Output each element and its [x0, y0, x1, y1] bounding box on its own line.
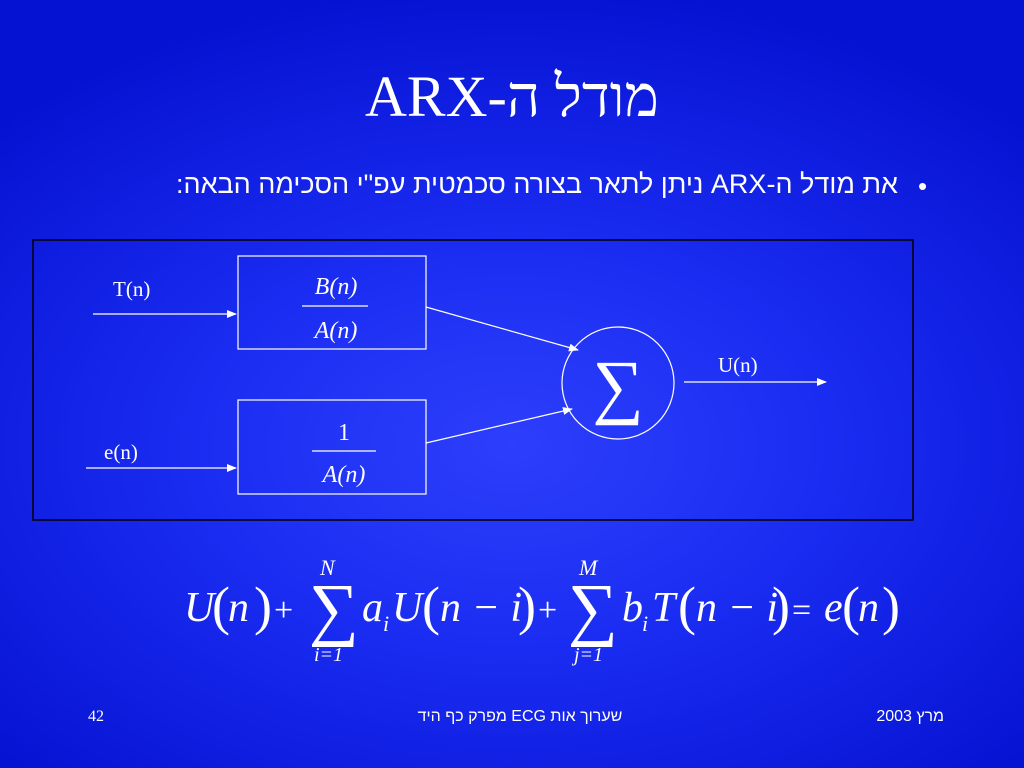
eq-arg-1: n − i	[440, 585, 522, 631]
eq-coef-a-sub: i	[383, 611, 389, 636]
eq-sum-1: ∑	[309, 571, 359, 648]
input-label-t: T(n)	[113, 277, 150, 301]
eq-paren-close-4: )	[882, 576, 900, 636]
eq-sum1-lower: i=1	[314, 644, 343, 666]
footer-date: מרץ 2003	[876, 708, 944, 725]
eq-paren-open-2: (	[422, 576, 440, 636]
eq-paren-close-2: )	[518, 576, 536, 636]
transfer-block-2	[237, 399, 427, 495]
eq-e: e	[824, 585, 843, 631]
bullet-symbol: •	[918, 171, 928, 201]
block2-numerator: 1	[338, 420, 350, 446]
slide-title: מודל ה-ARX	[365, 64, 659, 129]
eq-u: U	[184, 585, 217, 631]
eq-equals: =	[792, 592, 811, 629]
transfer-block-1	[237, 255, 427, 350]
bullet-text: את מודל ה-ARX ניתן לתאר בצורה סכמטית עפ"…	[175, 169, 898, 199]
eq-paren-open-1: (	[212, 576, 230, 636]
eq-sum2-upper: M	[578, 555, 599, 580]
eq-coef-a: a	[362, 585, 383, 631]
eq-coef-b: b	[622, 585, 643, 631]
eq-sum-2: ∑	[568, 571, 618, 648]
eq-n-1: n	[228, 585, 249, 631]
summing-junction	[561, 326, 675, 440]
block2-to-sum-arrow	[425, 407, 573, 444]
block1-denominator: A(n)	[313, 318, 358, 344]
eq-paren-close-1: )	[254, 576, 272, 636]
block1-to-sum-arrow	[425, 306, 579, 352]
footer-title: שערוך אות ECG מפרק כף היד	[417, 708, 623, 725]
diagram-frame	[32, 239, 914, 521]
eq-sum1-upper: N	[319, 555, 336, 580]
eq-paren-open-4: (	[842, 576, 860, 636]
eq-t-term: T	[652, 585, 678, 631]
eq-plus-2: +	[538, 592, 557, 629]
block2-denominator: A(n)	[321, 462, 366, 488]
eq-sum2-lower: j=1	[571, 644, 603, 666]
eq-n-2: n	[858, 585, 879, 631]
eq-coef-b-sub: i	[642, 611, 648, 636]
eq-u-term: U	[392, 585, 425, 631]
input-label-e: e(n)	[104, 440, 138, 464]
arx-equation: U ( n ) + ∑ N i=1 a i U ( n − i ) + ∑ M …	[184, 555, 900, 666]
eq-paren-open-3: (	[678, 576, 696, 636]
page-number: 42	[88, 708, 104, 725]
output-label-u: U(n)	[718, 353, 758, 377]
summing-junction-sigma: ∑	[592, 346, 643, 426]
eq-arg-2: n − i	[696, 585, 778, 631]
eq-paren-close-3: )	[772, 576, 790, 636]
block1-numerator: B(n)	[315, 274, 358, 300]
eq-plus-1: +	[274, 592, 293, 629]
